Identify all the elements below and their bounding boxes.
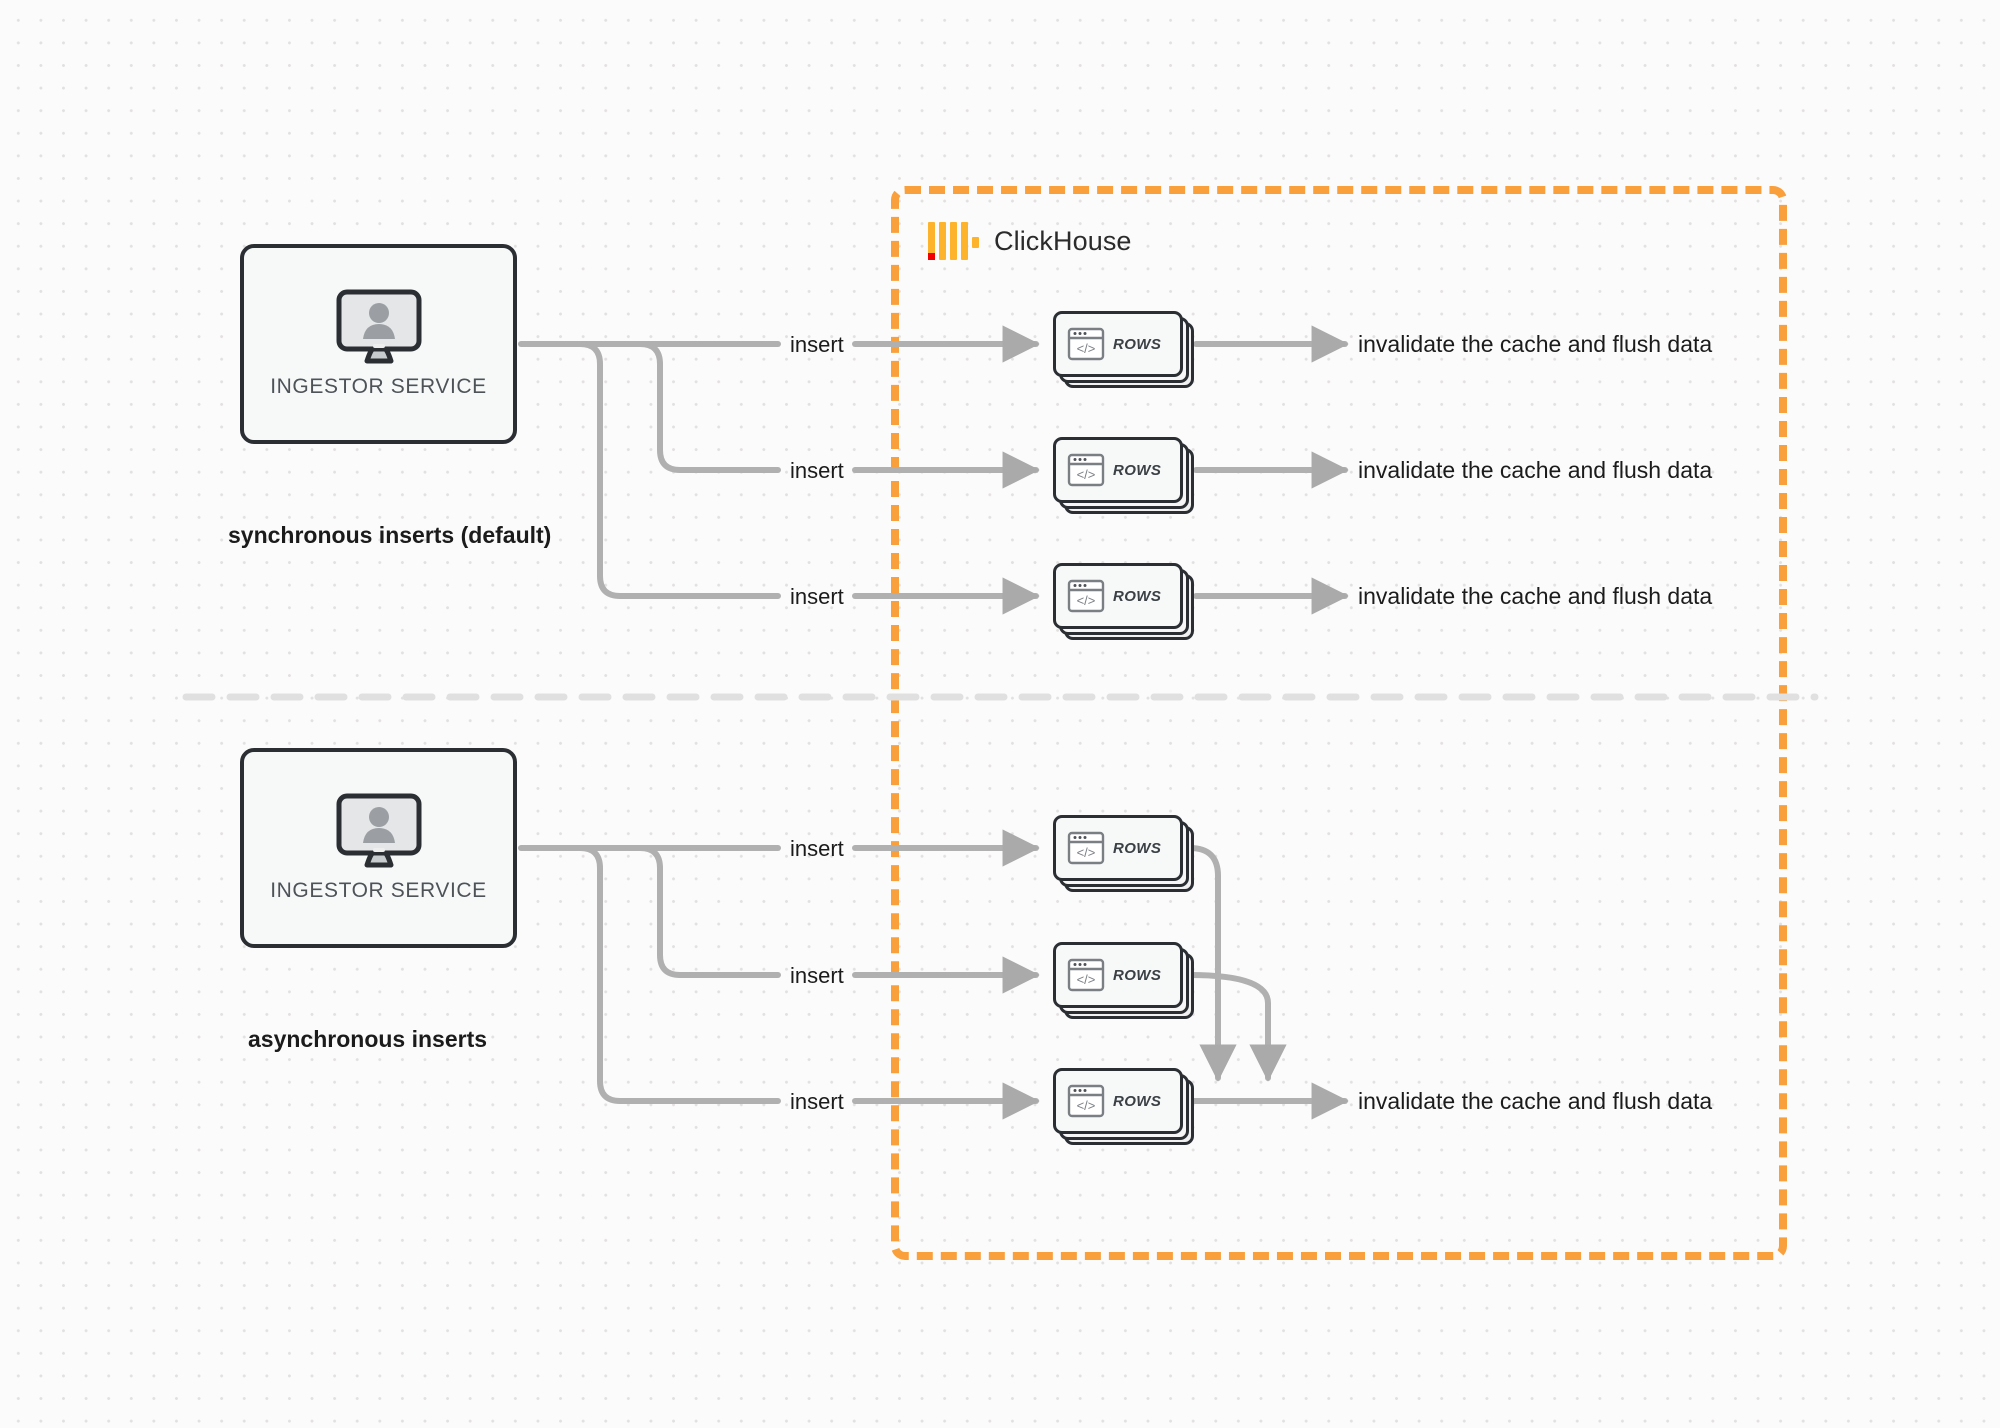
clickhouse-boundary — [891, 186, 1787, 1260]
monitor-user-icon — [333, 289, 425, 369]
async-branch-row3 — [577, 845, 781, 1104]
code-window-icon: </> — [1066, 576, 1106, 616]
svg-text:</>: </> — [1077, 845, 1096, 860]
sync-rows-card-3[interactable]: </> ROWS — [1053, 563, 1194, 640]
rows-card-label: ROWS — [1113, 839, 1162, 857]
rows-card-front: </> ROWS — [1053, 311, 1183, 377]
sync-output-label-1: invalidate the cache and flush data — [1358, 331, 1713, 357]
rows-card-label: ROWS — [1113, 1092, 1162, 1110]
sync-output-label-3: invalidate the cache and flush data — [1358, 583, 1713, 609]
svg-text:</>: </> — [1077, 972, 1096, 987]
sync-branch-row2 — [637, 341, 781, 473]
code-window-icon: </> — [1066, 450, 1106, 490]
async-insert-label-3: insert — [790, 1089, 844, 1114]
code-window-icon: </> — [1066, 324, 1106, 364]
rows-card-label: ROWS — [1113, 461, 1162, 479]
rows-card-label: ROWS — [1113, 966, 1162, 984]
rows-card-label: ROWS — [1113, 335, 1162, 353]
async-rows-card-3[interactable]: </> ROWS — [1053, 1068, 1194, 1145]
sync-rows-card-2[interactable]: </> ROWS — [1053, 437, 1194, 514]
rows-card-label: ROWS — [1113, 587, 1162, 605]
svg-text:</>: </> — [1077, 593, 1096, 608]
async-rows-card-2[interactable]: </> ROWS — [1053, 942, 1194, 1019]
sync-output-label-2: invalidate the cache and flush data — [1358, 457, 1713, 483]
clickhouse-logo-icon — [928, 222, 979, 260]
svg-text:</>: </> — [1077, 1098, 1096, 1113]
code-window-icon: </> — [1066, 1081, 1106, 1121]
sync-ingestor-service-box[interactable]: INGESTOR SERVICE — [240, 244, 517, 444]
sync-service-label: INGESTOR SERVICE — [270, 375, 487, 398]
svg-text:</>: </> — [1077, 467, 1096, 482]
async-ingestor-service-box[interactable]: INGESTOR SERVICE — [240, 748, 517, 948]
rows-card-front: </> ROWS — [1053, 942, 1183, 1008]
sync-branch-row3 — [577, 341, 781, 599]
sync-section-caption: synchronous inserts (default) — [228, 522, 552, 548]
clickhouse-label: ClickHouse — [994, 225, 1132, 256]
clickhouse-brand: ClickHouse — [928, 222, 1132, 260]
code-window-icon: </> — [1066, 955, 1106, 995]
rows-card-front: </> ROWS — [1053, 437, 1183, 503]
svg-text:</>: </> — [1077, 341, 1096, 356]
async-section-caption: asynchronous inserts — [248, 1026, 488, 1052]
sync-insert-label-1: insert — [790, 332, 844, 357]
sync-rows-card-1[interactable]: </> ROWS — [1053, 311, 1194, 388]
async-insert-label-2: insert — [790, 963, 844, 988]
async-branch-row2 — [637, 845, 781, 978]
rows-card-front: </> ROWS — [1053, 563, 1183, 629]
monitor-user-icon — [333, 793, 425, 873]
async-merged-output-label: invalidate the cache and flush data — [1358, 1088, 1713, 1114]
code-window-icon: </> — [1066, 828, 1106, 868]
async-insert-label-1: insert — [790, 836, 844, 861]
async-service-label: INGESTOR SERVICE — [270, 879, 487, 902]
rows-card-front: </> ROWS — [1053, 1068, 1183, 1134]
sync-insert-label-3: insert — [790, 584, 844, 609]
rows-card-front: </> ROWS — [1053, 815, 1183, 881]
sync-insert-label-2: insert — [790, 458, 844, 483]
async-rows-card-1[interactable]: </> ROWS — [1053, 815, 1194, 892]
